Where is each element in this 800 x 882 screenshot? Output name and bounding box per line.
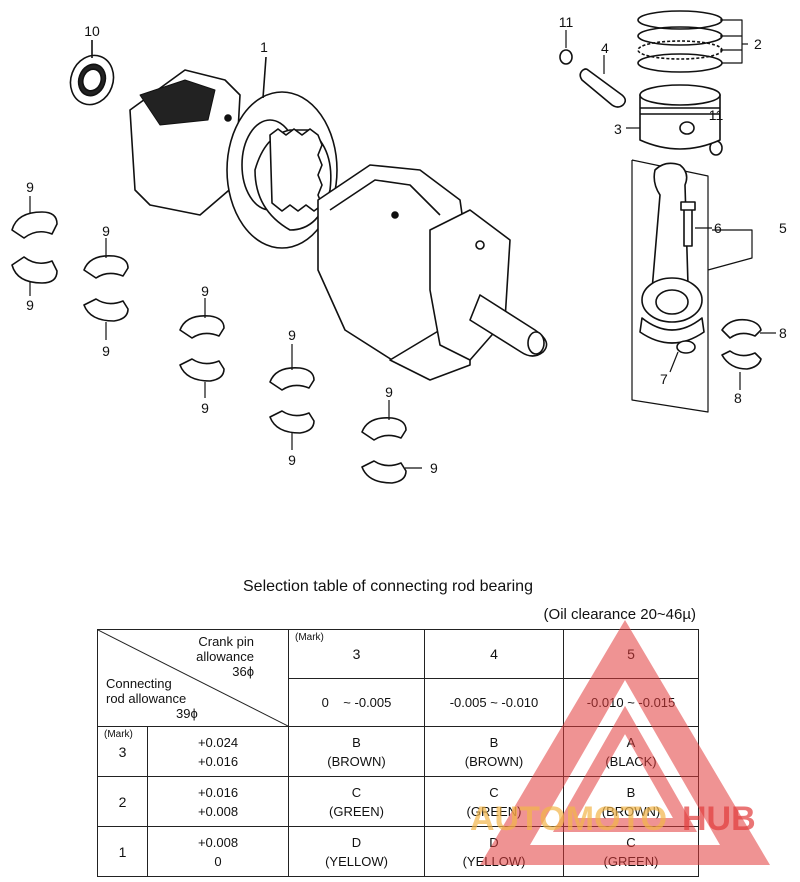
callout-9: 9 xyxy=(102,223,110,239)
row-mark-3: (Mark) 3 xyxy=(97,726,148,777)
column-mark-4: 4 xyxy=(424,629,564,679)
bearing-cell: A(BLACK) xyxy=(563,726,699,777)
callout-11-left: 11 xyxy=(559,14,574,30)
conrod-bearing-part xyxy=(721,318,762,370)
piston-part xyxy=(639,84,721,150)
bearing-selection-table: Crank pin allowance 36ϕ Connecting rod a… xyxy=(97,629,699,877)
callout-7: 7 xyxy=(660,371,668,387)
callout-11-right: 11 xyxy=(709,107,724,123)
bearing-cell: D(YELLOW) xyxy=(424,826,564,877)
conrod-allowance-label: Connecting rod allowance 39ϕ xyxy=(106,676,198,721)
callout-9: 9 xyxy=(26,297,34,313)
bearing-cell: B(BROWN) xyxy=(424,726,564,777)
bearing-cell: B(BROWN) xyxy=(563,776,699,827)
column-mark-5: 5 xyxy=(563,629,699,679)
conrod-bolt-part xyxy=(680,201,696,247)
column-mark-3: (Mark) 3 xyxy=(288,629,425,679)
callout-9: 9 xyxy=(288,327,296,343)
callout-8-bottom: 8 xyxy=(734,390,742,406)
conrod-nut-part xyxy=(676,340,696,354)
bearing-cell: B(BROWN) xyxy=(288,726,425,777)
crank-pin-label: Crank pin allowance 36ϕ xyxy=(196,634,254,679)
column-allowance-3: 0 ~ -0.005 xyxy=(288,677,425,727)
callout-4: 4 xyxy=(601,40,609,56)
callout-6: 6 xyxy=(714,220,722,236)
crank-bearings xyxy=(11,211,407,484)
piston-pin-part xyxy=(579,68,627,108)
conrod-assembly-frame xyxy=(631,159,753,413)
callout-8-top: 8 xyxy=(779,325,787,341)
callout-10: 10 xyxy=(84,23,100,39)
callout-9: 9 xyxy=(385,384,393,400)
bearing-cell: C(GREEN) xyxy=(424,776,564,827)
callout-5: 5 xyxy=(779,220,787,236)
callout-9: 9 xyxy=(288,452,296,468)
callout-9: 9 xyxy=(430,460,438,476)
row-mark-2: 2 xyxy=(97,776,148,827)
callout-9: 9 xyxy=(201,400,209,416)
piston-rings-part xyxy=(637,10,723,73)
callout-2: 2 xyxy=(754,36,762,52)
row-allowance: +0.024+0.016 xyxy=(147,726,289,777)
callout-9: 9 xyxy=(26,179,34,195)
column-allowance-5: -0.010 ~ -0.015 xyxy=(563,677,699,727)
oil-seal-part xyxy=(69,54,115,106)
callout-9: 9 xyxy=(201,283,209,299)
bearing-cell: C(GREEN) xyxy=(563,826,699,877)
oil-clearance-note: (Oil clearance 20~46µ) xyxy=(543,606,696,623)
conrod-part xyxy=(639,162,705,344)
callout-3: 3 xyxy=(614,121,622,137)
table-title: Selection table of connecting rod bearin… xyxy=(243,578,533,595)
table-corner-header: Crank pin allowance 36ϕ Connecting rod a… xyxy=(97,629,289,727)
table-row: (Mark) 3 +0.024+0.016 B(BROWN) B(BROWN) … xyxy=(97,726,699,777)
crankshaft-part xyxy=(129,69,548,381)
table-row: 2 +0.016+0.008 C(GREEN) C(GREEN) B(BROWN… xyxy=(97,776,699,827)
callout-9: 9 xyxy=(102,343,110,359)
column-allowance-4: -0.005 ~ -0.010 xyxy=(424,677,564,727)
row-allowance: +0.016+0.008 xyxy=(147,776,289,827)
bearing-cell: D(YELLOW) xyxy=(288,826,425,877)
exploded-parts-diagram: 1 2 3 4 5 6 7 8 8 10 11 11 9 9 9 9 9 9 9… xyxy=(11,10,787,484)
row-mark-1: 1 xyxy=(97,826,148,877)
bearing-cell: C(GREEN) xyxy=(288,776,425,827)
callout-1: 1 xyxy=(260,39,268,55)
